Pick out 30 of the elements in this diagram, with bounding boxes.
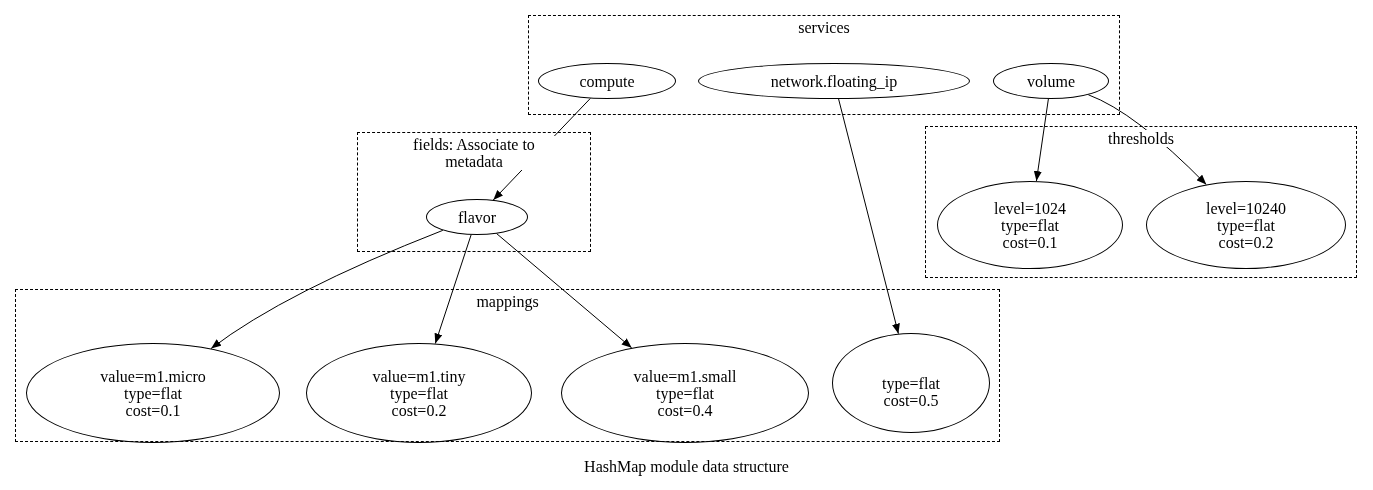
node-text: flavor bbox=[457, 208, 497, 226]
node-text: value=m1.micro bbox=[100, 367, 206, 385]
node-text: compute bbox=[579, 72, 635, 90]
node-text: value=m1.tiny bbox=[372, 367, 466, 385]
cluster-box bbox=[15, 289, 1000, 442]
cluster-box bbox=[925, 126, 1357, 278]
cluster-box bbox=[528, 15, 1120, 115]
node-text: type=flat bbox=[390, 384, 448, 402]
arrow bbox=[210, 229, 444, 350]
node-text: type=flat bbox=[1217, 216, 1275, 234]
node-text: type=flat bbox=[882, 374, 940, 392]
arrow bbox=[1087, 94, 1207, 186]
cluster-title: services bbox=[798, 19, 850, 36]
node-text: level=10240 bbox=[1205, 199, 1287, 217]
cluster-title: thresholds bbox=[1108, 130, 1174, 147]
arrow bbox=[492, 97, 591, 201]
node-text: level=1024 bbox=[993, 199, 1067, 217]
node-text: volume bbox=[1027, 72, 1075, 90]
cluster-box bbox=[357, 132, 591, 252]
node-text: network.floating_ip bbox=[770, 72, 898, 90]
arrow bbox=[1033, 98, 1049, 182]
arrow bbox=[434, 234, 472, 344]
cluster-title: mappings bbox=[476, 293, 539, 310]
node-text: type=flat bbox=[656, 384, 714, 402]
node-text: type=flat bbox=[1001, 216, 1059, 234]
caption: HashMap module data structure bbox=[583, 458, 790, 476]
arrow bbox=[496, 233, 633, 349]
arrow bbox=[838, 98, 900, 335]
node-text: type=flat bbox=[124, 384, 182, 402]
node-text: value=m1.small bbox=[633, 367, 737, 385]
